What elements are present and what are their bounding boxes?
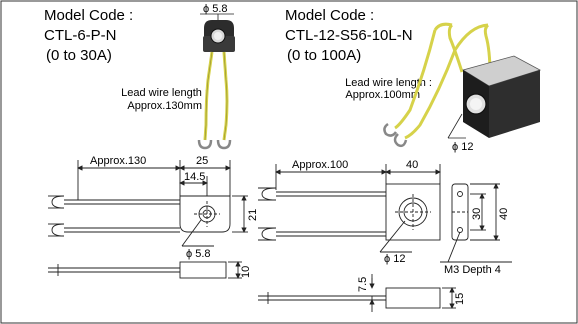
right-sensor-photo: ϕ 12 [383, 22, 542, 153]
right-dim-small: 7.5 [357, 277, 369, 292]
right-range: (0 to 100A) [287, 47, 361, 64]
left-lead-value: Approx.130mm [127, 100, 202, 112]
right-model-title: Model Code : [285, 7, 374, 24]
right-photo-hole-label: ϕ 12 [452, 141, 473, 153]
left-dim-width: 25 [196, 155, 208, 167]
right-dim-outer: 40 [498, 208, 510, 220]
left-dim-thick: 10 [240, 266, 252, 278]
right-dim-hole: ϕ 12 [384, 253, 405, 265]
right-dim-thick: 15 [454, 293, 466, 305]
right-dim-approx: Approx.100 [292, 159, 348, 171]
left-dim-height: 21 [247, 209, 259, 221]
left-dim-offset: 14.5 [184, 171, 205, 183]
left-drawing [48, 160, 248, 279]
left-range: (0 to 30A) [46, 47, 112, 64]
right-drawing [258, 164, 512, 312]
left-dim-hole: ϕ 5.8 [186, 248, 211, 260]
left-top-dia-label: ϕ 5.8 [203, 3, 228, 15]
left-model-code: CTL-6-P-N [44, 27, 117, 44]
left-dim-approx: Approx.130 [90, 155, 146, 167]
left-lead-label: Lead wire length : [121, 87, 208, 99]
left-sensor-photo: ϕ 5.8 [197, 3, 235, 150]
right-lead-value: Approx.100mm [345, 89, 420, 101]
right-model-code: CTL-12-S56-10L-N [285, 27, 413, 44]
right-dim-mount: M3 Depth 4 [444, 264, 501, 276]
right-dim-inner: 30 [471, 208, 483, 220]
right-lead-label: Lead wire length : [345, 77, 432, 89]
left-model-title: Model Code : [44, 7, 133, 24]
right-dim-width: 40 [406, 159, 418, 171]
